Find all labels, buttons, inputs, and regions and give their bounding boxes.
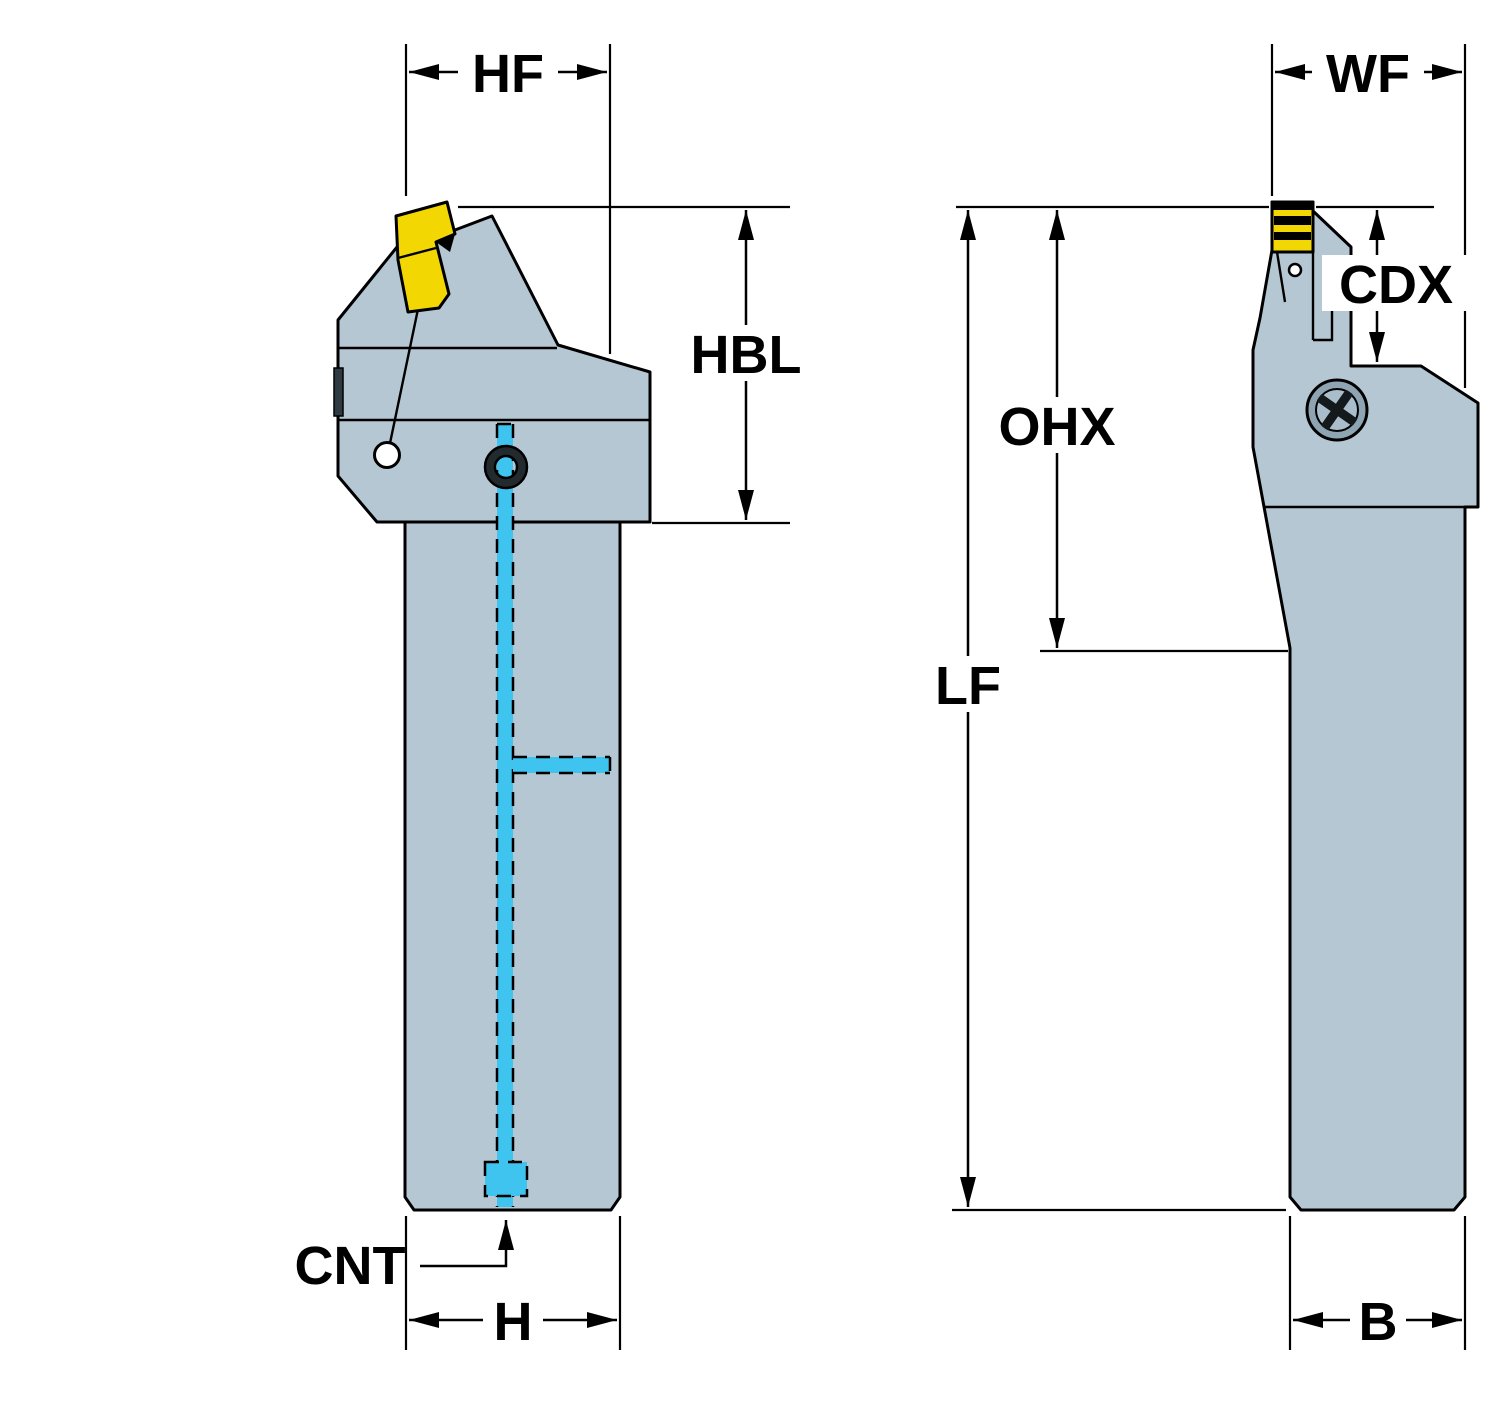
- label-hf: HF: [472, 44, 544, 104]
- coolant-inlet-plug: [485, 1162, 527, 1196]
- cutting-insert-side: [1270, 200, 1315, 254]
- cutting-insert-front: [394, 200, 457, 314]
- clamp-screw-icon: [1305, 378, 1369, 442]
- coolant-channel-vertical: [497, 424, 513, 1207]
- label-cnt: CNT: [295, 1236, 406, 1296]
- coolant-branch-horizontal: [513, 757, 610, 773]
- right-view: [1251, 200, 1480, 1212]
- tool-body-side: [1251, 200, 1480, 1212]
- label-cdx: CDX: [1339, 255, 1453, 315]
- dimensions: HF WF HBL CDX OHX LF CNT H B: [295, 44, 1470, 1352]
- clamp-pin-hole: [1287, 262, 1303, 278]
- label-b: B: [1359, 1292, 1398, 1352]
- label-ohx: OHX: [998, 397, 1115, 457]
- label-wf: WF: [1326, 44, 1410, 104]
- head-slot: [333, 367, 344, 417]
- label-hbl: HBL: [691, 325, 802, 385]
- left-view: [333, 200, 652, 1212]
- coolant-channels: [483, 422, 612, 1207]
- insert-notch: [436, 234, 455, 252]
- leader-cnt: [420, 1220, 514, 1268]
- wire-hole: [373, 441, 401, 469]
- label-lf: LF: [935, 656, 1001, 716]
- coolant-port-ring: [483, 444, 529, 490]
- label-h: H: [494, 1292, 533, 1352]
